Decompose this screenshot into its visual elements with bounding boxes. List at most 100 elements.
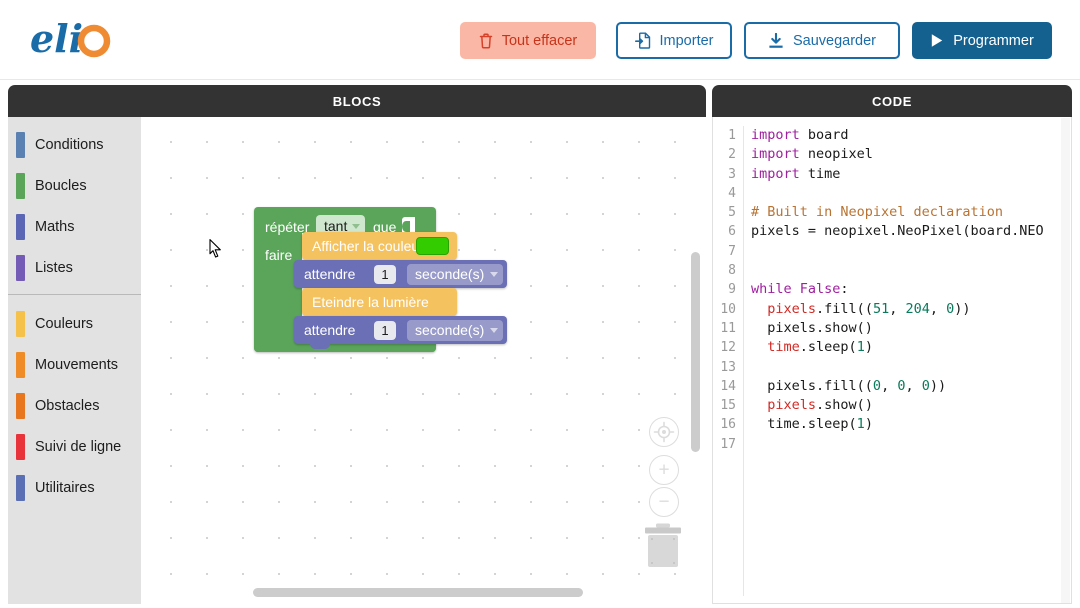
code-token: 204 xyxy=(905,300,930,317)
turn-off-label: Eteindre la lumière xyxy=(312,294,429,310)
chevron-down-icon xyxy=(490,272,499,277)
toolbox-divider xyxy=(8,294,141,295)
program-button[interactable]: Programmer xyxy=(912,22,1052,59)
center-target-icon xyxy=(653,421,675,443)
code-line-number: 3 xyxy=(728,166,736,182)
workspace-vertical-scrollbar[interactable] xyxy=(691,252,700,452)
toolbox-item-conditions[interactable]: Conditions xyxy=(8,124,141,165)
code-token xyxy=(751,301,767,317)
wait-block-2[interactable]: attendre 1 seconde(s) xyxy=(294,316,507,349)
block-toolbox: Conditions Boucles Maths Listes Couleurs xyxy=(8,117,141,604)
top-toolbar: eli Tout effacer Importer Sauvegarder Pr… xyxy=(0,0,1080,80)
zoom-in-button[interactable]: + xyxy=(649,455,679,485)
toolbox-label-suivi-de-ligne: Suivi de ligne xyxy=(35,438,122,455)
workspace-horizontal-scrollbar[interactable] xyxy=(253,588,583,597)
utilitaires-color-swatch xyxy=(16,475,25,501)
code-line: import neopixel xyxy=(751,145,1071,164)
code-line: import time xyxy=(751,165,1071,184)
listes-color-swatch xyxy=(16,255,25,281)
code-line-number: 15 xyxy=(720,398,736,414)
code-token: while xyxy=(751,281,792,298)
code-line-number: 10 xyxy=(720,301,736,317)
boucles-color-swatch xyxy=(16,173,25,199)
save-label: Sauvegarder xyxy=(792,32,877,49)
code-line: import board xyxy=(751,126,1071,145)
wait-2-value[interactable]: 1 xyxy=(374,321,396,340)
code-token: pixels.show() xyxy=(751,319,873,336)
import-button[interactable]: Importer xyxy=(616,22,732,59)
blocks-panel-header: BLOCS xyxy=(8,85,706,117)
code-token: time xyxy=(767,339,800,356)
import-label: Importer xyxy=(659,32,714,49)
toolbox-item-mouvements[interactable]: Mouvements xyxy=(8,344,141,385)
code-line: while False: xyxy=(751,280,1071,299)
toolbox-item-maths[interactable]: Maths xyxy=(8,206,141,247)
code-token: ) xyxy=(864,339,873,356)
repeat-mode-dropdown[interactable]: tant xyxy=(316,215,366,237)
code-line xyxy=(751,435,1071,454)
workspace-trash-can[interactable] xyxy=(643,522,683,570)
show-color-block[interactable]: Afficher la couleur : xyxy=(302,232,457,260)
code-token: )) xyxy=(954,300,971,317)
code-token: )) xyxy=(929,377,947,394)
blocks-panel-title: BLOCS xyxy=(332,93,382,109)
code-token: # Built in Neopixel declaration xyxy=(751,204,1003,221)
color-picker-swatch[interactable] xyxy=(416,237,449,255)
save-button[interactable]: Sauvegarder xyxy=(744,22,900,59)
trash-icon xyxy=(479,32,492,49)
blockly-workspace[interactable]: répéter faire que tant Afficher la coule… xyxy=(141,117,706,604)
toolbox-item-obstacles[interactable]: Obstacles xyxy=(8,385,141,426)
app-logo[interactable]: eli xyxy=(28,14,118,66)
code-token: pixels xyxy=(767,397,817,414)
code-token: , xyxy=(889,300,906,317)
code-line: pixels.fill((0, 0, 0)) xyxy=(751,377,1071,396)
wait-block-1[interactable]: attendre 1 seconde(s) xyxy=(294,260,507,293)
toolbox-item-suivi-de-ligne[interactable]: Suivi de ligne xyxy=(8,426,141,467)
code-line xyxy=(751,261,1071,280)
code-line-number: 11 xyxy=(720,320,736,336)
clear-all-button[interactable]: Tout effacer xyxy=(460,22,596,59)
code-line-number: 5 xyxy=(728,205,736,221)
code-panel-header: CODE xyxy=(712,85,1072,117)
toolbox-label-utilitaires: Utilitaires xyxy=(35,479,95,496)
code-line-number: 16 xyxy=(720,417,736,433)
couleurs-color-swatch xyxy=(16,311,25,337)
code-vertical-scrollbar[interactable] xyxy=(1061,118,1070,603)
toolbox-group-robot: Couleurs Mouvements Obstacles Suivi de l… xyxy=(8,303,141,508)
wait-2-unit-dropdown[interactable]: seconde(s) xyxy=(407,320,504,341)
code-token: 0 xyxy=(946,300,955,317)
code-token: pixels.fill(( xyxy=(751,377,873,394)
toolbox-item-couleurs[interactable]: Couleurs xyxy=(8,303,141,344)
code-token: 0 xyxy=(921,377,930,394)
toolbox-item-boucles[interactable]: Boucles xyxy=(8,165,141,206)
toolbox-item-listes[interactable]: Listes xyxy=(8,247,141,288)
code-token xyxy=(751,339,767,355)
wait-1-unit-dropdown[interactable]: seconde(s) xyxy=(407,264,504,285)
toolbox-label-couleurs: Couleurs xyxy=(35,315,94,332)
repeat-connector-label: que xyxy=(373,219,397,235)
turn-off-light-block[interactable]: Eteindre la lumière xyxy=(302,288,457,321)
wait-1-value[interactable]: 1 xyxy=(374,265,396,284)
code-line-number: 12 xyxy=(720,340,736,356)
code-line: time.sleep(1) xyxy=(751,415,1071,434)
svg-text:eli: eli xyxy=(30,16,83,61)
zoom-center-button[interactable] xyxy=(649,417,679,447)
code-line: pixels.show() xyxy=(751,319,1071,338)
code-line-number: 13 xyxy=(720,359,736,375)
program-label: Programmer xyxy=(953,32,1034,49)
zoom-out-button[interactable]: − xyxy=(649,487,679,517)
toolbox-label-maths: Maths xyxy=(35,218,75,235)
toolbox-label-mouvements: Mouvements xyxy=(35,356,119,373)
maths-color-swatch xyxy=(16,214,25,240)
toolbox-item-utilitaires[interactable]: Utilitaires xyxy=(8,467,141,508)
file-import-icon xyxy=(634,32,650,49)
toolbox-label-listes: Listes xyxy=(35,259,73,276)
code-line: pixels.fill((51, 204, 0)) xyxy=(751,300,1071,319)
code-token: , xyxy=(929,300,947,317)
toolbox-label-boucles: Boucles xyxy=(35,177,87,194)
code-line: time.sleep(1) xyxy=(751,338,1071,357)
clear-all-label: Tout effacer xyxy=(501,32,578,49)
code-line-number: 17 xyxy=(720,436,736,452)
